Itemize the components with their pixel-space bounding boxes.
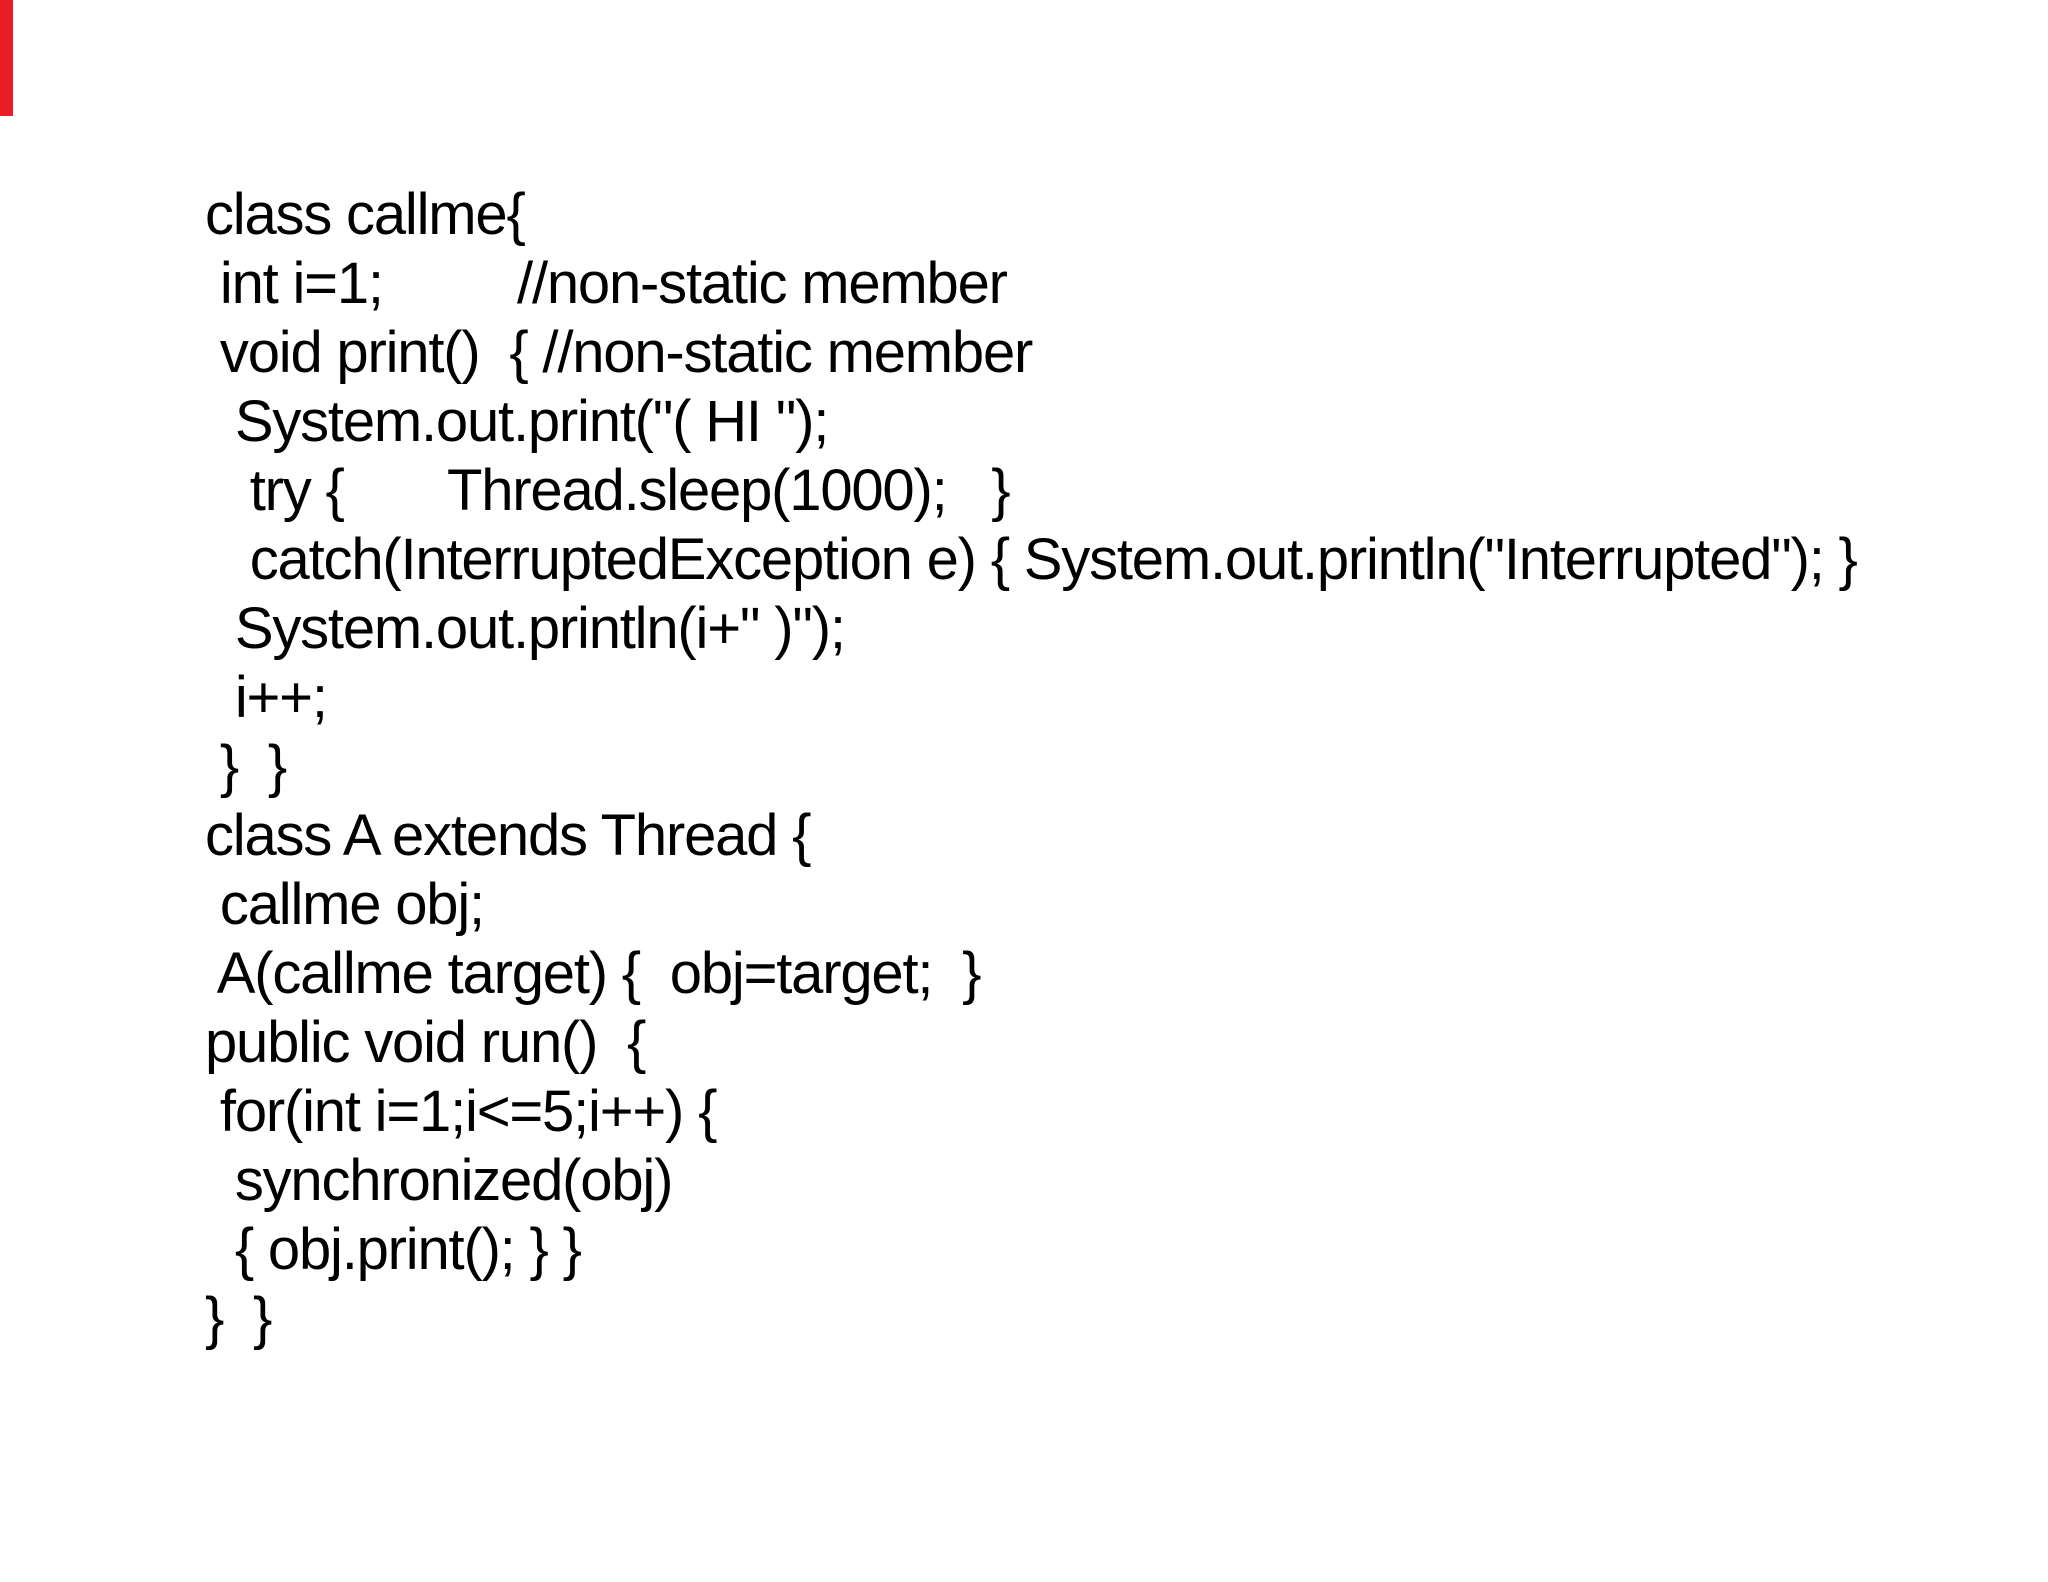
code-line: System.out.println(i+" )"); — [205, 596, 846, 661]
code-line: } } — [205, 1286, 272, 1351]
code-line: public void run() { — [205, 1010, 646, 1075]
code-line: i++; — [205, 665, 328, 730]
code-line: callme obj; — [205, 872, 485, 937]
code-line: catch(InterruptedException e) { System.o… — [205, 527, 1858, 592]
red-accent-bar — [0, 0, 13, 116]
code-line: { obj.print(); } } — [205, 1217, 582, 1282]
code-line: void print() { //non-static member — [205, 320, 1033, 385]
code-line: synchronized(obj) — [205, 1148, 674, 1213]
code-line: } } — [205, 734, 287, 799]
code-line: for(int i=1;i<=5;i++) { — [205, 1079, 718, 1144]
code-line: A(callme target) { obj=target; } — [205, 941, 982, 1006]
code-block: class callme{ int i=1; //non-static memb… — [205, 180, 1858, 1353]
code-line: try { Thread.sleep(1000); } — [205, 458, 1011, 523]
code-line: int i=1; //non-static member — [205, 251, 1008, 316]
code-line: System.out.print("( HI "); — [205, 389, 830, 454]
code-line: class callme{ — [205, 182, 526, 247]
code-line: class A extends Thread { — [205, 803, 812, 868]
